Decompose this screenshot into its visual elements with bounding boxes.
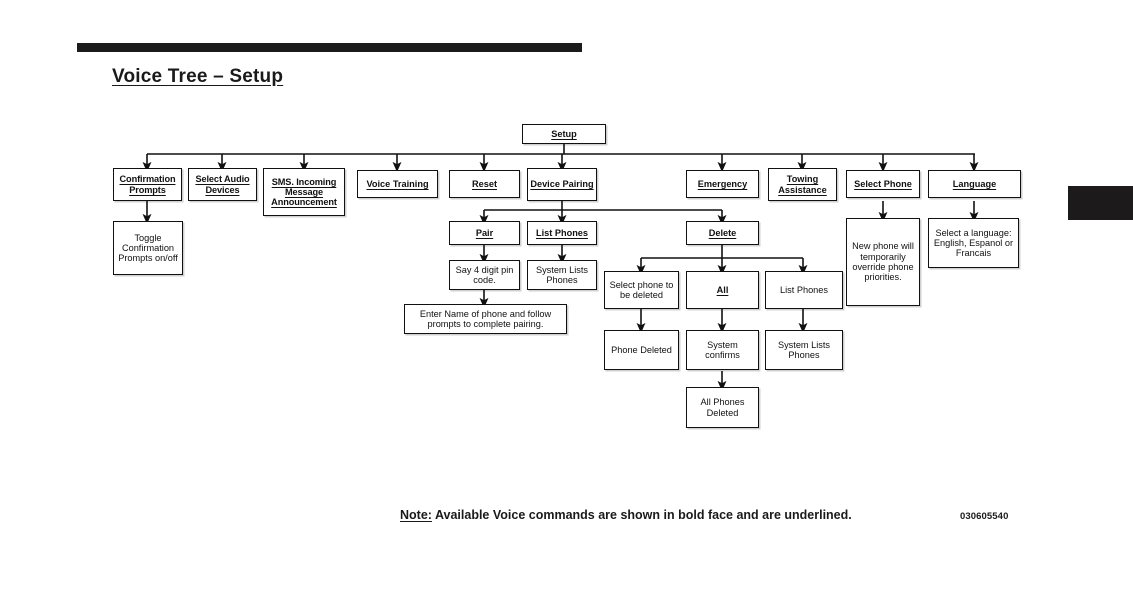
node-delete-system-lists-phones: System Lists Phones [765,330,843,370]
node-all-phones-deleted-label: All Phones Deleted [700,397,745,418]
node-sms-incoming-label: SMS. Incoming Message Announcement [271,176,337,208]
node-system-lists-phones: System Lists Phones [527,260,597,290]
node-language-label: Language [952,178,997,189]
node-setup-label: Setup [551,128,577,139]
node-delete-list-phones: List Phones [765,271,843,309]
node-emergency-label: Emergency [697,178,748,189]
node-sms-incoming-message-announcement[interactable]: SMS. Incoming Message Announcement [263,168,345,216]
node-new-phone-override-label: New phone will temporarily override phon… [852,241,914,283]
footer-note-lead: Note: [400,508,432,522]
node-system-confirms-label: System confirms [705,339,740,360]
node-voice-training[interactable]: Voice Training [357,170,438,198]
node-confirmation-prompts[interactable]: Confirmation Prompts [113,168,182,201]
node-new-phone-override: New phone will temporarily override phon… [846,218,920,306]
node-device-pairing-label: Device Pairing [530,179,594,190]
page-title: Voice Tree – Setup [112,66,284,87]
node-select-audio-devices[interactable]: Select Audio Devices [188,168,257,201]
footer-note: Note: Available Voice commands are shown… [400,508,852,522]
node-list-phones-label: List Phones [535,227,589,238]
node-reset-label: Reset [471,178,498,189]
node-say-pin-code-label: Say 4 digit pin code. [455,264,514,285]
node-delete-label: Delete [708,227,737,238]
node-delete-system-lists-phones-label: System Lists Phones [777,339,831,360]
node-voice-training-label: Voice Training [366,178,429,189]
node-reset[interactable]: Reset [449,170,520,198]
node-language[interactable]: Language [928,170,1021,198]
node-all-label: All [716,284,729,295]
footer-note-text: Available Voice commands are shown in bo… [431,508,852,522]
node-confirmation-prompts-label: Confirmation Prompts [119,174,176,195]
header-rule [77,43,582,52]
page-edge-tab [1068,186,1133,220]
node-all[interactable]: All [686,271,759,309]
node-pair[interactable]: Pair [449,221,520,245]
node-say-pin-code: Say 4 digit pin code. [449,260,520,290]
node-all-phones-deleted: All Phones Deleted [686,387,759,428]
node-emergency[interactable]: Emergency [686,170,759,198]
node-enter-name-of-phone-label: Enter Name of phone and follow prompts t… [419,308,552,329]
node-towing-assistance[interactable]: Towing Assistance [768,168,837,201]
node-phone-deleted: Phone Deleted [604,330,679,370]
node-toggle-confirmation-label: Toggle Confirmation Prompts on/off [118,232,178,264]
node-phone-deleted-label: Phone Deleted [611,344,672,355]
node-pair-label: Pair [475,227,494,238]
node-delete-list-phones-label: List Phones [779,284,828,295]
node-system-confirms: System confirms [686,330,759,370]
node-delete[interactable]: Delete [686,221,759,245]
node-select-audio-devices-label: Select Audio Devices [195,174,250,195]
figure-number: 030605540 [960,511,1009,522]
node-device-pairing[interactable]: Device Pairing [527,168,597,201]
node-select-phone-label: Select Phone [854,178,912,189]
node-select-phone-to-be-deleted: Select phone to be deleted [604,271,679,309]
node-list-phones[interactable]: List Phones [527,221,597,245]
node-toggle-confirmation-prompts: Toggle Confirmation Prompts on/off [113,221,183,275]
node-select-phone[interactable]: Select Phone [846,170,920,198]
node-select-phone-to-be-deleted-label: Select phone to be deleted [609,279,674,300]
node-enter-name-of-phone: Enter Name of phone and follow prompts t… [404,304,567,334]
node-system-lists-phones-label: System Lists Phones [535,264,589,285]
node-towing-assistance-label: Towing Assistance [778,174,827,195]
node-select-a-language: Select a language: English, Espanol or F… [928,218,1019,268]
node-setup[interactable]: Setup [522,124,606,144]
node-select-a-language-label: Select a language: English, Espanol or F… [933,227,1014,259]
